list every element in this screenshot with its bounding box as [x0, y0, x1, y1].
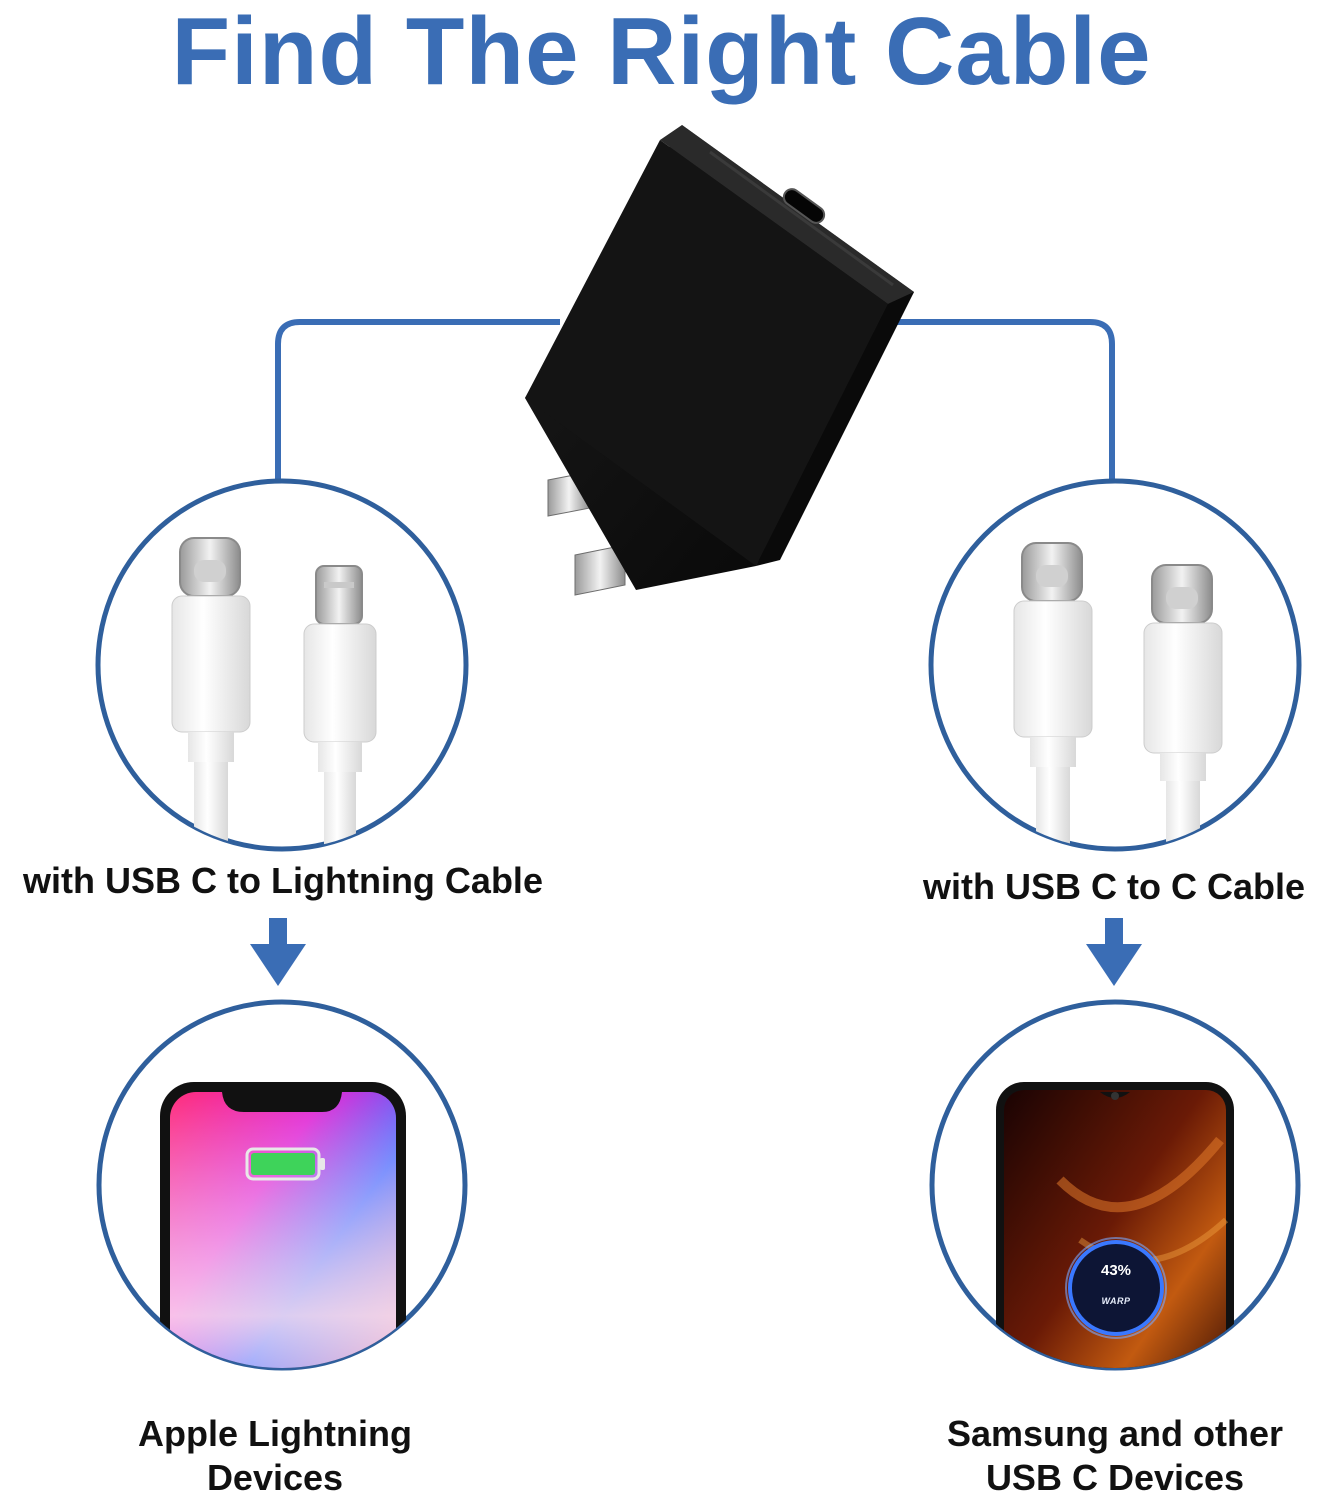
- device-circle-left: [96, 999, 468, 1371]
- device-label-samsung: Samsung and other USB C Devices: [915, 1412, 1315, 1500]
- device-circle-right: [929, 999, 1301, 1371]
- wall-charger-icon: [525, 125, 914, 596]
- battery-percentage: 43%: [1100, 1262, 1132, 1279]
- cables-circle-right: [928, 478, 1302, 852]
- cables-circle-left: [95, 478, 469, 852]
- usb-c-and-lightning-cable-icon: [171, 537, 377, 849]
- connector-lines: [275, 319, 1115, 480]
- charge-brand-label: WARP: [1101, 1296, 1131, 1306]
- cable-label-lightning: with USB C to Lightning Cable: [23, 860, 543, 901]
- device-label-apple-line2: Devices: [206, 1457, 344, 1498]
- iphone-icon: [160, 1082, 406, 1368]
- device-label-samsung-line1: Samsung and other: [946, 1413, 1284, 1454]
- page-title: Find The Right Cable: [171, 0, 1152, 105]
- arrow-down-icon: [1086, 918, 1142, 986]
- cable-label-usb-c: with USB C to C Cable: [922, 866, 1305, 907]
- android-phone-icon: [996, 1082, 1234, 1368]
- arrow-down-icon: [250, 918, 306, 986]
- device-label-samsung-line2: USB C Devices: [985, 1457, 1245, 1498]
- device-label-apple: Apple Lightning Devices: [90, 1412, 460, 1500]
- device-label-apple-line1: Apple Lightning: [138, 1413, 412, 1454]
